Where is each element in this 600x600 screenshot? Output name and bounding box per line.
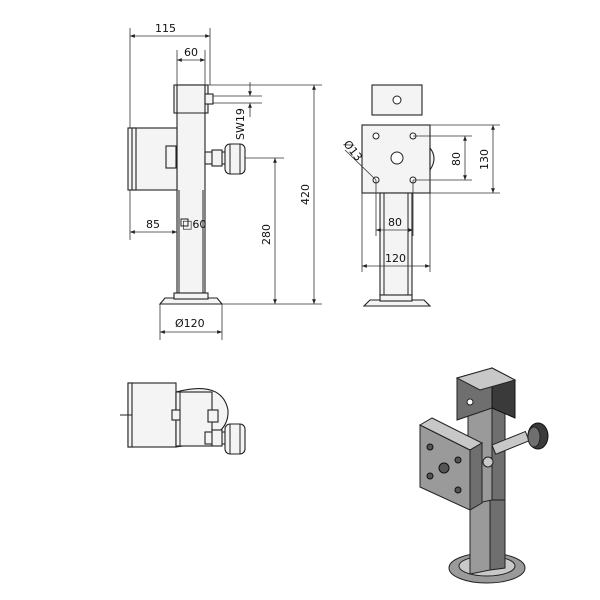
dim-crank-height: 280 [260,224,273,245]
front-bracket-bolt [165,145,177,169]
side-view [361,84,435,307]
dim-hole-spacing-v: 80 [450,152,463,166]
iso-tube-side [489,491,506,571]
top-crank-knob [224,423,246,455]
iso-plate-hole-1 [426,443,434,451]
isometric-view [418,367,549,584]
plate-center-hole [390,151,404,165]
dim-hole-diameter: Ø13 [341,138,365,164]
dim-plate-height: 130 [478,149,491,170]
dim-tube-width: 60 [184,46,198,59]
iso-crank-shaft [491,430,530,455]
iso-plate-hole-2 [454,456,462,464]
iso-top-hole [466,398,474,406]
front-crank-knob [224,143,246,175]
side-tube [379,192,413,298]
front-view [127,84,246,305]
side-dimensions: Ø13 80 130 80 120 [341,124,500,272]
front-dimensions: 115 60 SW19 420 280 85 □60 Ø120 [129,22,322,340]
dim-wrench-size: SW19 [234,108,247,140]
dim-overall-width: 115 [155,22,176,35]
dim-hole-spacing-h: 80 [388,216,402,229]
square-section-mark [180,218,189,227]
side-knob [429,146,435,172]
dim-offset: 85 [146,218,160,231]
front-top-screw [204,93,214,105]
front-tube [176,84,206,296]
side-top-hole [392,95,402,105]
iso-plate-hole-4 [454,486,462,494]
plate-hole-1 [372,132,380,140]
dim-tube-section: □60 [182,218,206,231]
top-view [120,382,246,455]
iso-plate-hole-3 [426,472,434,480]
iso-plate-center-hole [438,462,450,474]
dim-plate-width: 120 [385,252,406,265]
dim-foot-diameter: Ø120 [175,317,205,330]
dim-total-height: 420 [299,184,312,205]
top-bracket [127,382,177,448]
